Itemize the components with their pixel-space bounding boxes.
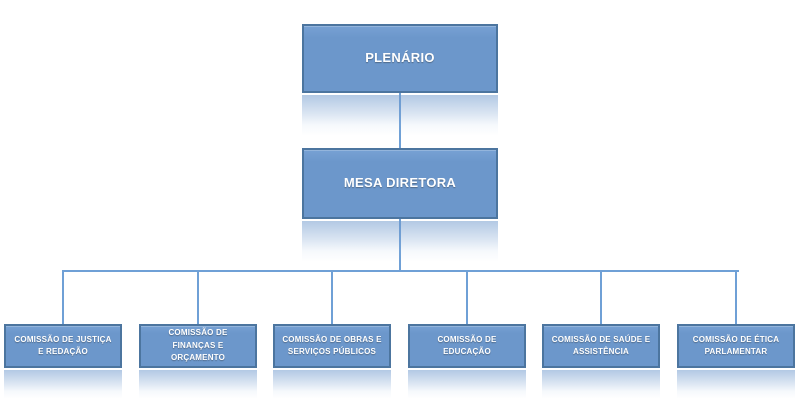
committee-label: COMISSÃO DE SAÚDE E ASSISTÊNCIA [551,334,651,356]
connector-drop-5 [600,271,602,325]
node-comissao-educacao: COMISSÃO DE EDUCAÇÃO [408,324,526,368]
committee-label: COMISSÃO DE JUSTIÇA E REDAÇÃO [14,334,112,356]
node-comissao-financas-orcamento-reflection [139,370,257,404]
node-comissao-saude-assistencia: COMISSÃO DE SAÚDE E ASSISTÊNCIA [542,324,660,368]
node-mesa-diretora-label: MESA DIRETORA [343,175,457,191]
connector-drop-6 [735,271,737,325]
committee-label: COMISSÃO DE EDUCAÇÃO [437,334,497,356]
node-comissao-justica-redacao-reflection [4,370,122,404]
connector-drop-3 [331,271,333,325]
committee-label: COMISSÃO DE OBRAS E SERVIÇOS PÚBLICOS [282,334,382,356]
node-comissao-educacao-reflection [408,370,526,404]
node-comissao-saude-assistencia-reflection [542,370,660,404]
node-comissao-obras-servicos-publicos: COMISSÃO DE OBRAS E SERVIÇOS PÚBLICOS [273,324,391,368]
node-plenario-label: PLENÁRIO [365,50,435,66]
node-plenario: PLENÁRIO [302,24,498,93]
node-comissao-justica-redacao: COMISSÃO DE JUSTIÇA E REDAÇÃO [4,324,122,368]
node-comissao-financas-orcamento: COMISSÃO DE FINANÇAS E ORÇAMENTO [139,324,257,368]
node-mesa-diretora: MESA DIRETORA [302,148,498,219]
committee-label: COMISSÃO DE FINANÇAS E ORÇAMENTO [168,328,228,363]
node-comissao-etica-parlamentar-reflection [677,370,795,404]
node-comissao-etica-parlamentar: COMISSÃO DE ÉTICA PARLAMENTAR [677,324,795,368]
node-comissao-obras-servicos-publicos-reflection [273,370,391,404]
node-plenario-reflection [302,95,498,143]
connector-drop-4 [466,271,468,325]
committee-label: COMISSÃO DE ÉTICA PARLAMENTAR [692,334,780,356]
node-mesa-diretora-reflection [302,221,498,269]
connector-bus-line [62,270,739,272]
connector-drop-2 [197,271,199,325]
connector-drop-1 [62,271,64,325]
